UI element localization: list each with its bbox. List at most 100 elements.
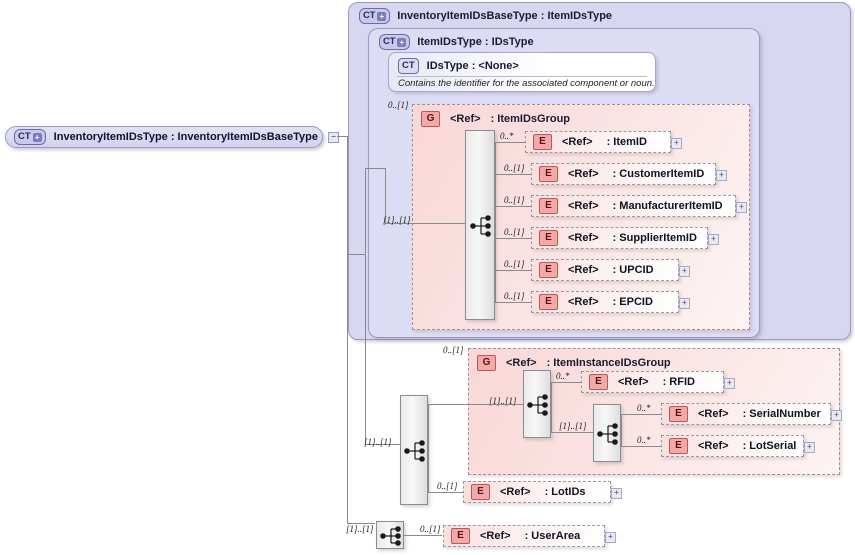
expand-plus-icon[interactable]: + [831,410,842,421]
occurrence-label-customeritemid: 0..[1] [504,163,525,173]
group-name-label: : ItemInstanceIDsGroup [546,357,671,369]
element-box-lotids[interactable]: E <Ref> : LotIDs [463,481,611,503]
element-name-label: : SupplierItemID [612,232,697,244]
sequence-glyph-icon [380,526,401,546]
expand-plus-icon[interactable]: + [679,298,690,309]
occurrence-label-seq-lower: [1]..[1] [364,437,392,447]
connector-line [495,238,531,239]
expand-plus-icon[interactable]: + [679,266,690,277]
connector-line [337,136,347,137]
element-box-rfid[interactable]: E <Ref> : RFID [581,371,724,393]
expand-plus-icon[interactable]: + [804,442,815,453]
element-name-label: : UserArea [524,530,581,542]
connector-line [347,254,365,255]
sequence-glyph-icon [597,423,618,445]
group-header-itemidsgroup: G <Ref> : ItemIDsGroup [421,111,570,127]
expand-plus-icon[interactable]: + [708,234,719,245]
element-name-label: : CustomerItemID [612,168,705,180]
sequence-compositor-bottom[interactable] [376,521,404,549]
element-name-label: : UPCID [612,264,654,276]
expand-plus-icon[interactable]: + [32,132,42,142]
expand-plus-icon[interactable]: + [671,138,682,149]
connector-line [365,168,385,169]
connector-line [621,446,661,447]
connector-line [495,142,496,302]
sequence-compositor-instance-sub[interactable] [593,404,621,462]
element-box-supplieritemid[interactable]: E <Ref> : SupplierItemID [531,227,708,249]
connector-line [365,168,366,254]
root-node-label: InventoryItemIDsType : InventoryItemIDsB… [53,131,318,143]
connector-line [621,414,661,415]
connector-line [428,404,429,492]
sequence-glyph-icon [404,440,425,462]
expand-plus-icon[interactable]: + [724,378,735,389]
occurrence-label-itemid: 0..* [500,131,514,141]
element-badge-icon: E [669,438,688,454]
occurrence-label-lotserial: 0..* [637,435,651,445]
element-badge-icon: E [471,484,490,500]
connector-line [365,444,400,445]
element-name-label: : RFID [662,376,695,388]
complextype-badge-icon: CT [398,58,419,74]
annotation-title: IDsType : <None> [426,60,519,72]
occurrence-label-rfid: 0..* [556,371,570,381]
element-badge-icon: E [669,406,688,422]
element-box-upcid[interactable]: E <Ref> : UPCID [531,259,679,281]
element-ref-label: <Ref> [568,264,599,276]
root-node-inventoryitemidstype[interactable]: CT+ InventoryItemIDsType : InventoryItem… [5,126,323,148]
connector-line [495,206,531,207]
connector-line [365,254,366,444]
expand-plus-icon[interactable]: + [611,488,622,499]
occurrence-label-lotids: 0..[1] [437,481,458,491]
element-badge-icon: E [539,294,558,310]
group-header-iteminstanceidsgroup: G <Ref> : ItemInstanceIDsGroup [477,355,671,371]
group-ref-label: <Ref> [450,113,481,125]
expand-plus-icon[interactable]: + [736,202,747,213]
element-box-serialnumber[interactable]: E <Ref> : SerialNumber [661,403,831,425]
complextype-title-inner: ItemIDsType : IDsType [417,36,534,48]
expand-plus-icon[interactable]: + [397,37,407,47]
connector-line [495,142,525,143]
element-ref-label: <Ref> [568,232,599,244]
element-ref-label: <Ref> [618,376,649,388]
connector-line [621,414,622,446]
collapse-minus-icon[interactable]: − [328,132,339,143]
element-box-epcid[interactable]: E <Ref> : EPCID [531,291,679,313]
complextype-badge-icon: CT+ [14,129,46,145]
occurrence-label-manufactureritemid: 0..[1] [504,195,525,205]
sequence-compositor-instance[interactable] [523,370,551,438]
element-box-manufactureritemid[interactable]: E <Ref> : ManufacturerItemID [531,195,736,217]
element-box-lotserial[interactable]: E <Ref> : LotSerial [661,435,804,457]
occurrence-label-serialnumber: 0..* [637,403,651,413]
group-ref-label: <Ref> [506,357,537,369]
element-ref-label: <Ref> [568,168,599,180]
element-ref-label: <Ref> [568,200,599,212]
expand-plus-icon[interactable]: + [605,532,616,543]
element-name-label: : SerialNumber [742,408,821,420]
occurrence-label-seq-instance: [1]..[1] [489,396,517,406]
occurrence-label-seq-instance-sub: [1]..[1] [559,421,587,431]
connector-line [404,535,442,536]
annotation-divider [397,76,647,77]
element-badge-icon: E [539,198,558,214]
annotation-header: CT IDsType : <None> [398,58,519,74]
element-name-label: : LotSerial [742,440,797,452]
group-badge-icon: G [477,355,496,371]
complextype-badge-icon: CT+ [359,8,391,24]
occurrence-label-epcid: 0..[1] [504,291,525,301]
expand-plus-icon[interactable]: + [716,170,727,181]
sequence-compositor-lower[interactable] [400,395,428,505]
sequence-compositor-main[interactable] [465,130,495,320]
connector-line [412,223,465,224]
element-badge-icon: E [533,134,552,150]
element-ref-label: <Ref> [480,530,511,542]
element-box-itemid[interactable]: E <Ref> : ItemID [525,131,671,153]
element-box-customeritemid[interactable]: E <Ref> : CustomerItemID [531,163,716,185]
element-name-label: : LotIDs [544,486,586,498]
element-box-userarea[interactable]: E <Ref> : UserArea [443,525,605,547]
element-name-label: : ItemID [606,136,647,148]
group-name-label: : ItemIDsGroup [490,113,571,125]
expand-plus-icon[interactable]: + [377,11,387,21]
connector-line [385,223,412,224]
element-badge-icon: E [539,262,558,278]
